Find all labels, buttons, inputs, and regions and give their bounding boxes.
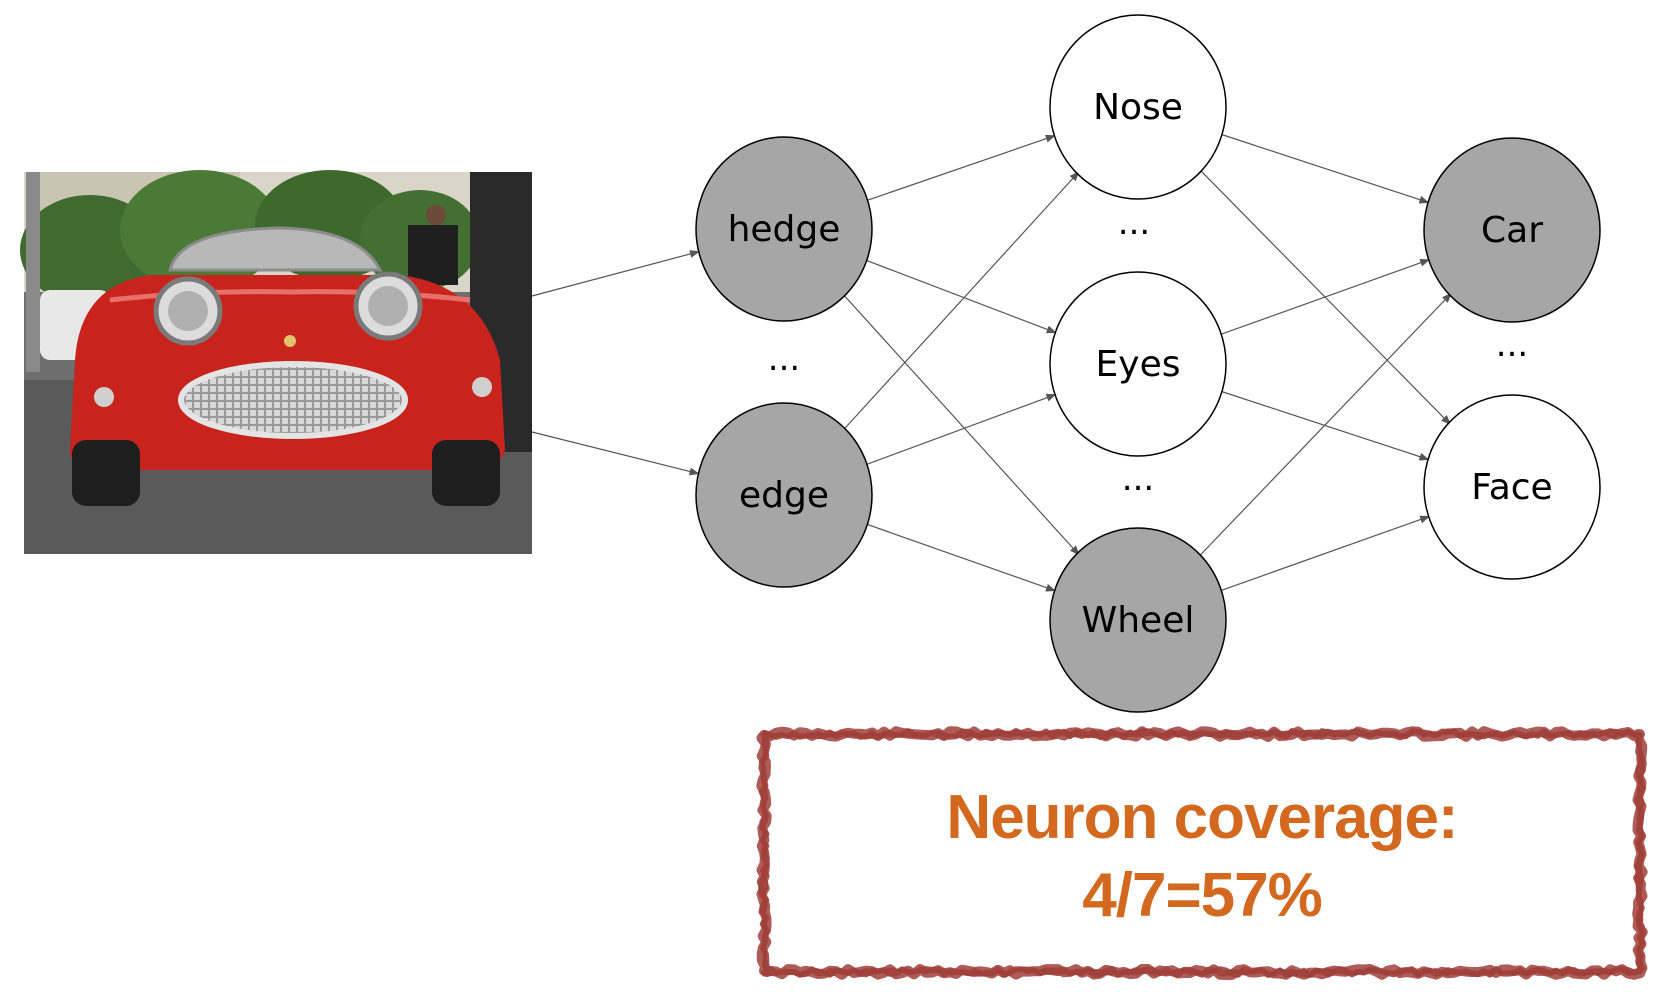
ellipsis-layer1: ... xyxy=(768,339,800,379)
neuron-circle xyxy=(1423,394,1601,580)
neuron-label: Wheel xyxy=(1082,600,1195,641)
edge-image-to-edge xyxy=(531,431,700,476)
edge-wheel-to-face xyxy=(1220,515,1431,592)
red-roadster-photo-icon xyxy=(20,170,532,554)
edge-wheel-to-car xyxy=(1198,292,1452,557)
neuron-label: Nose xyxy=(1093,87,1183,128)
frame-stroke xyxy=(759,729,1645,977)
edge-edge-to-eyes xyxy=(866,393,1057,466)
edge-hedge-to-wheel xyxy=(842,293,1080,556)
edge-nose-to-car xyxy=(1221,133,1430,204)
neuron-eyes: Eyes xyxy=(1049,271,1227,457)
frame-stroke xyxy=(756,726,1648,980)
neuron-edge: edge xyxy=(695,402,873,588)
ellipsis-layer2: ... xyxy=(1118,203,1150,243)
neuron-circle xyxy=(1049,271,1227,457)
edge-edge-to-nose xyxy=(842,171,1080,431)
neuron-wheel: Wheel xyxy=(1049,527,1227,713)
coverage-value: 4/7=57% xyxy=(1082,861,1323,930)
rough-border-frame xyxy=(756,726,1648,980)
neuron-label: Car xyxy=(1481,210,1543,251)
ellipsis-layer2: ... xyxy=(1122,459,1154,499)
neuron-label: Eyes xyxy=(1096,344,1181,385)
coverage-callout: Neuron coverage: 4/7=57% xyxy=(752,722,1652,984)
ellipsis-layer3: ... xyxy=(1496,325,1528,365)
neuron-circle xyxy=(1049,527,1227,713)
neuron-hedge: hedge xyxy=(695,136,873,322)
edge-eyes-to-car xyxy=(1220,258,1431,335)
neuron-nose: Nose xyxy=(1049,14,1227,200)
neuron-circle xyxy=(695,136,873,322)
neuron-circle xyxy=(1049,14,1227,200)
neuron-face: Face xyxy=(1423,394,1601,580)
neuron-car: Car xyxy=(1423,137,1601,323)
neuron-label: hedge xyxy=(728,209,841,250)
neuron-label: edge xyxy=(739,475,829,516)
network-ellipses: ............ xyxy=(768,203,1528,499)
network-edges xyxy=(531,133,1452,592)
edge-image-to-hedge xyxy=(531,250,700,297)
neuron-circle xyxy=(695,402,873,588)
neuron-label: Face xyxy=(1471,467,1552,508)
coverage-title: Neuron coverage: xyxy=(946,783,1458,852)
edge-hedge-to-nose xyxy=(867,134,1056,201)
edge-edge-to-wheel xyxy=(866,523,1056,592)
edge-hedge-to-eyes xyxy=(866,259,1057,334)
neuron-circle xyxy=(1423,137,1601,323)
